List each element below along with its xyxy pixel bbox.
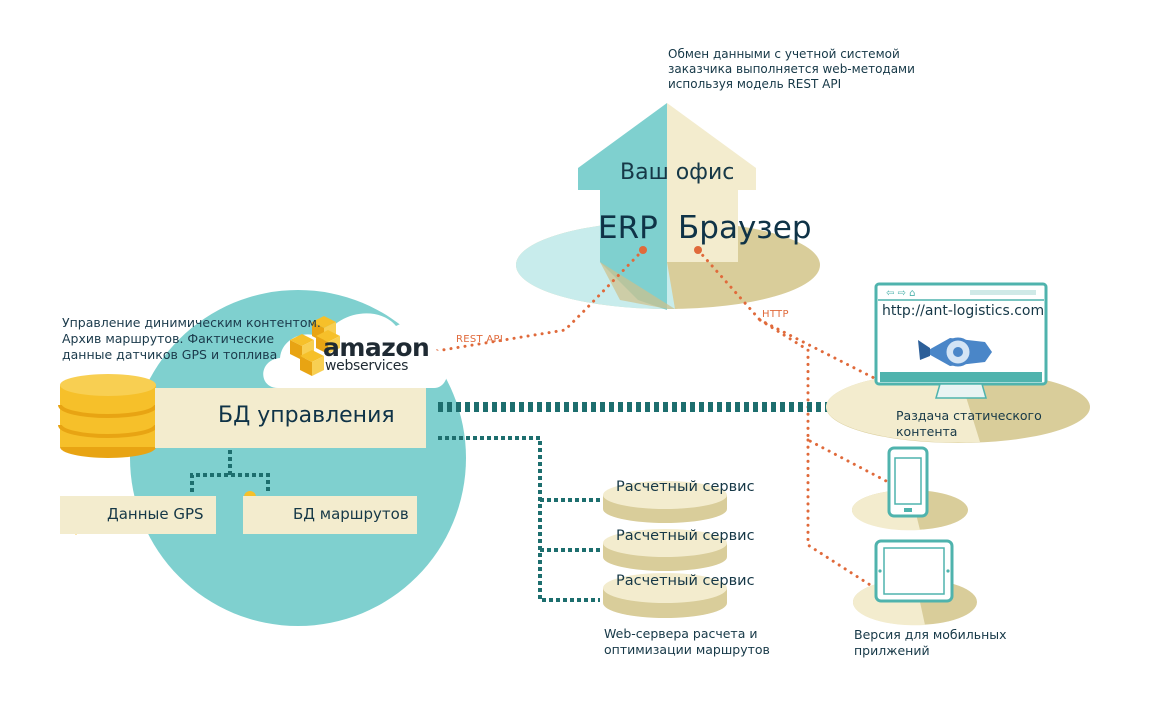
routes-db-box [243,496,417,534]
calc-caption-line-2: оптимизации маршрутов [604,642,770,657]
calc-disc-1 [603,481,727,523]
calc-disc-2 [603,529,727,571]
office-title: Ваш офис [620,160,735,185]
aws-logo-text: amazon [323,333,430,362]
gps-data-label: Данные GPS [107,505,204,523]
svg-text:⇦ ⇨ ⌂: ⇦ ⇨ ⌂ [886,288,915,299]
rest-api-link [428,248,645,354]
phone-icon [887,446,929,518]
tablet-icon [874,539,954,603]
http-rest-links [428,248,890,592]
db-to-calc-links [438,436,600,602]
calc-disc-3 [603,573,727,618]
http-to-phone-link [758,318,890,484]
mobile-caption-line-1: Версия для мобильных [854,627,1007,642]
db-cylinder-icon [58,374,158,458]
rest-api-label: REST API [456,334,504,345]
calc-service-label-2: Расчетный сервис [616,528,755,544]
routes-db-label: БД маршрутов [293,505,409,523]
browser-label: Браузер [678,210,812,246]
db-subnodes-links [190,450,270,492]
app-engine-icon [918,337,992,367]
office-note-line-1: Обмен данными с учетной системой [668,47,900,61]
browser-url: http://ant-logistics.com [882,303,1045,319]
calc-service-label-1: Расчетный сервис [616,479,755,495]
db-management-box [155,388,426,448]
browser-monitor-icon: ⇦ ⇨ ⌂ [874,282,1048,399]
aws-note: Управление динимическим контентом. Архив… [62,315,321,363]
http-label: HTTP [762,309,789,320]
calc-service-label-3: Расчетный сервис [616,573,755,589]
http-to-tablet-link [806,438,880,592]
static-content-line-2: контента [896,424,958,439]
aws-note-line-3: данные датчиков GPS и топлива [62,347,278,362]
calc-caption: Web-сервера расчета и оптимизации маршру… [604,626,770,658]
aws-note-line-2: Архив маршрутов. Фактические [62,331,275,346]
aws-note-line-1: Управление динимическим контентом. [62,315,321,330]
mobile-caption: Версия для мобильных прилжений [854,627,1007,659]
office-note-line-3: используя модель REST API [668,77,842,91]
db-management-label: БД управления [218,403,395,428]
static-content-label: Раздача статического контента [896,408,1042,440]
office-note-line-2: заказчика выполняется web-методами [668,62,915,76]
aws-cubes-icon [290,316,340,376]
static-content-line-1: Раздача статического [896,408,1042,423]
mobile-caption-line-2: прилжений [854,643,930,658]
erp-label: ERP [598,210,658,246]
office-house-icon [578,103,756,310]
gps-data-box [60,496,216,534]
office-note: Обмен данными с учетной системой заказчи… [668,47,915,92]
calc-caption-line-1: Web-сервера расчета и [604,626,758,641]
aws-logo-subtext: webservices [325,358,409,374]
calc-service-stack [603,481,727,618]
